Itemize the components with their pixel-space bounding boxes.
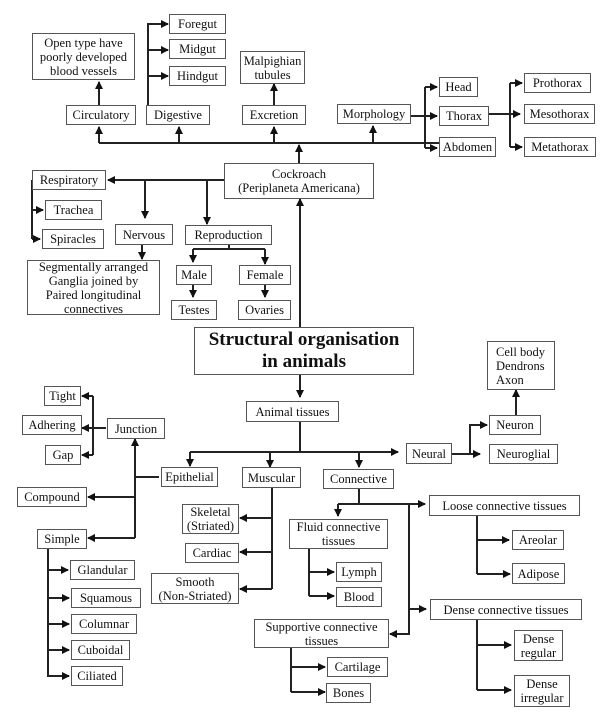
node-animal-tissues: Animal tissues: [246, 401, 339, 422]
node-lymph: Lymph: [336, 562, 382, 582]
node-ciliated: Ciliated: [71, 666, 123, 686]
node-metathorax: Metathorax: [524, 137, 596, 157]
node-circulatory: Circulatory: [66, 105, 136, 125]
node-hindgut: Hindgut: [169, 66, 226, 86]
node-male: Male: [176, 265, 212, 285]
connector-arrow: [389, 504, 410, 638]
diagram-title: Structural organisation in animals: [194, 327, 414, 375]
node-ovaries: Ovaries: [238, 300, 291, 320]
node-cardiac: Cardiac: [185, 543, 239, 563]
node-dense-regular: Dense regular: [514, 630, 563, 661]
node-head: Head: [439, 77, 478, 97]
node-morphology: Morphology: [337, 104, 411, 124]
node-midgut: Midgut: [169, 39, 226, 59]
node-cuboidal: Cuboidal: [71, 640, 130, 660]
node-spiracles: Spiracles: [42, 229, 104, 249]
node-tight: Tight: [44, 386, 81, 406]
node-cockroach: Cockroach (Periplaneta Americana): [224, 163, 374, 199]
node-nervous: Nervous: [115, 224, 173, 245]
node-squamous: Squamous: [71, 588, 141, 608]
excretion-note: Malpighian tubules: [240, 51, 305, 84]
node-skeletal: Skeletal (Striated): [182, 504, 239, 534]
node-prothorax: Prothorax: [524, 73, 591, 93]
node-abdomen: Abdomen: [439, 137, 496, 157]
node-glandular: Glandular: [70, 560, 135, 580]
node-thorax: Thorax: [439, 106, 489, 126]
node-trachea: Trachea: [45, 200, 102, 220]
node-foregut: Foregut: [169, 14, 226, 34]
connector-arrow: [147, 20, 169, 106]
node-adhering: Adhering: [22, 415, 82, 435]
node-adipose: Adipose: [512, 563, 565, 584]
node-female: Female: [239, 265, 291, 285]
nervous-note: Segmentally arranged Ganglia joined by P…: [27, 260, 160, 316]
node-junction: Junction: [107, 418, 165, 439]
node-digestive: Digestive: [146, 105, 210, 125]
node-compound: Compound: [17, 487, 87, 507]
node-blood: Blood: [336, 587, 382, 607]
node-reproduction: Reproduction: [185, 225, 272, 245]
node-gap: Gap: [45, 445, 81, 465]
node-supportive-connective: Supportive connective tissues: [254, 619, 389, 648]
node-neuron: Neuron: [489, 415, 541, 435]
node-excretion: Excretion: [242, 105, 306, 125]
neuron-parts: Cell body Dendrons Axon: [487, 341, 555, 390]
node-areolar: Areolar: [512, 530, 564, 550]
node-smooth: Smooth (Non-Striated): [151, 573, 239, 604]
node-dense-connective: Dense connective tissues: [430, 599, 582, 620]
node-respiratory: Respiratory: [32, 170, 106, 190]
node-cartilage: Cartilage: [327, 657, 388, 677]
node-connective: Connective: [323, 469, 394, 489]
node-columnar: Columnar: [71, 614, 137, 634]
node-testes: Testes: [171, 300, 217, 320]
node-dense-irregular: Dense irregular: [514, 675, 570, 707]
node-muscular: Muscular: [242, 467, 301, 488]
node-neural: Neural: [406, 443, 452, 464]
node-simple: Simple: [37, 529, 87, 549]
node-mesothorax: Mesothorax: [524, 104, 595, 124]
node-bones: Bones: [326, 683, 371, 703]
node-neuroglial: Neuroglial: [489, 444, 558, 464]
node-fluid-connective: Fluid connective tissues: [289, 519, 388, 549]
connector-arrow: [469, 421, 488, 454]
node-epithelial: Epithelial: [161, 467, 218, 487]
circulatory-note: Open type have poorly developed blood ve…: [32, 33, 135, 80]
node-loose-connective: Loose connective tissues: [429, 495, 580, 516]
